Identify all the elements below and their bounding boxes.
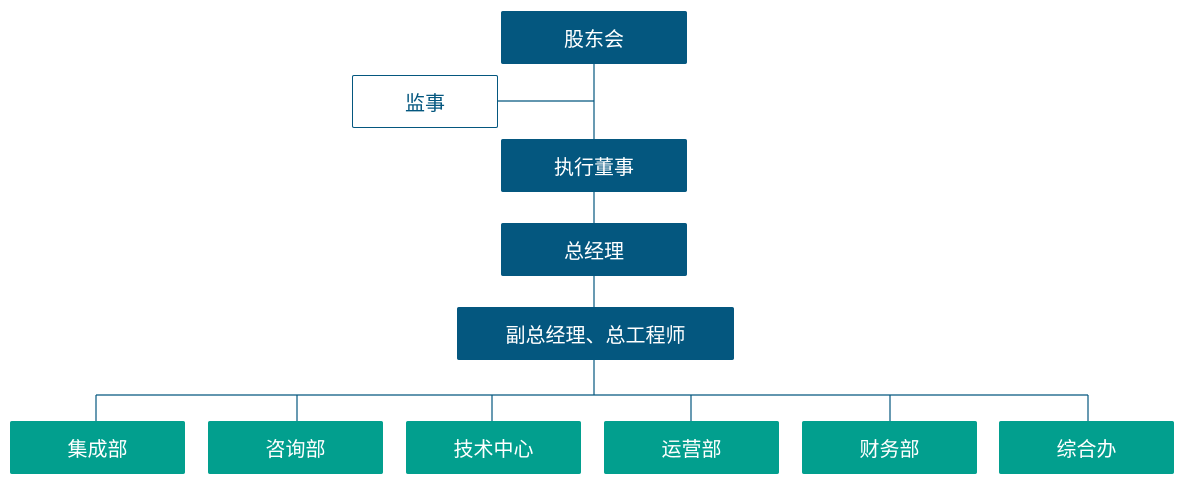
node-dept-operations: 运营部 bbox=[604, 421, 779, 474]
node-dept-consulting: 咨询部 bbox=[208, 421, 383, 474]
node-dept-tech-center: 技术中心 bbox=[406, 421, 581, 474]
node-dept-finance: 财务部 bbox=[802, 421, 977, 474]
node-dept-integration: 集成部 bbox=[10, 421, 185, 474]
node-general-manager: 总经理 bbox=[501, 223, 687, 276]
node-dept-general-office: 综合办 bbox=[999, 421, 1174, 474]
node-shareholders: 股东会 bbox=[501, 11, 687, 64]
node-supervisor: 监事 bbox=[352, 75, 498, 128]
node-executive-director: 执行董事 bbox=[501, 139, 687, 192]
node-deputy-gm: 副总经理、总工程师 bbox=[457, 307, 734, 360]
